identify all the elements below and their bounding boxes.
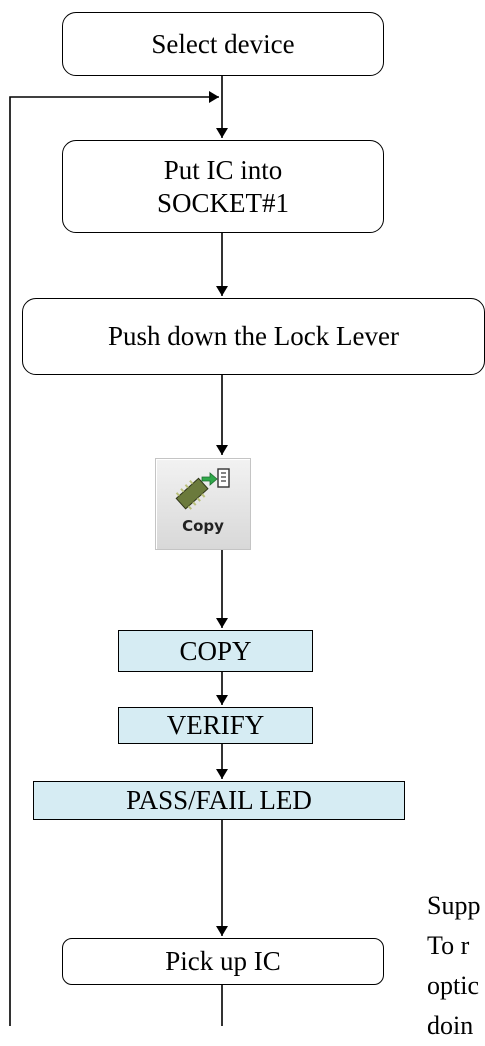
copy-button-label: Copy xyxy=(182,517,224,535)
side-note-line: To r xyxy=(427,931,470,960)
copy-toolbar-button[interactable]: Copy xyxy=(155,458,251,550)
chip-copy-icon xyxy=(175,468,230,510)
put-ic-into-socket-box: Put IC into SOCKET#1 xyxy=(62,140,384,233)
pass-fail-led-step-box: PASS/FAIL LED xyxy=(33,781,405,820)
verify-step-box: VERIFY xyxy=(118,707,313,744)
pick-up-ic-box: Pick up IC xyxy=(62,938,384,985)
side-note-line: Supp xyxy=(427,891,481,920)
push-lock-lever-box: Push down the Lock Lever xyxy=(22,298,485,375)
copy-step-box: COPY xyxy=(118,630,313,672)
side-note-text: Supp To r optic doin xyxy=(427,886,480,1046)
loop-back-line xyxy=(9,91,219,1026)
side-note-line: optic xyxy=(427,971,479,1000)
side-note-line: doin xyxy=(427,1011,474,1040)
select-device-box: Select device xyxy=(62,12,384,76)
